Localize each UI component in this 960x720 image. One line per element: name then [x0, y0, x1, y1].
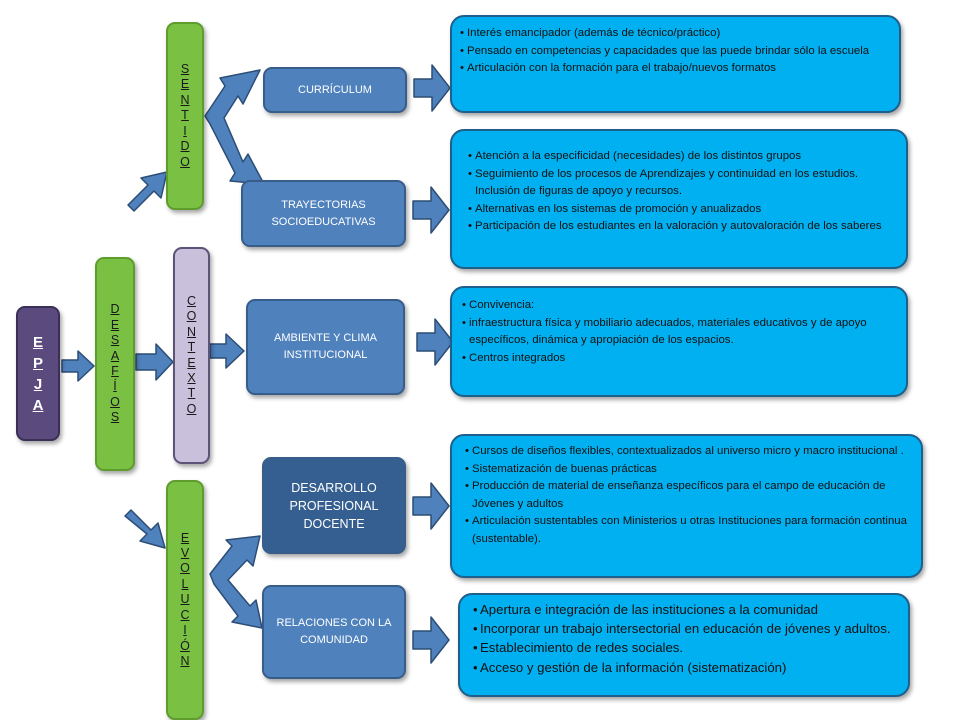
- vertical-letter: V: [180, 546, 190, 561]
- vertical-letter: P: [32, 354, 43, 372]
- detail-item: Convivencia:: [462, 297, 898, 315]
- vertical-letter: D: [110, 302, 120, 317]
- vertical-letter: N: [186, 324, 197, 339]
- vertical-letter: A: [110, 348, 120, 363]
- vertical-letter: C: [180, 607, 190, 622]
- detail-item: Establecimiento de redes sociales.: [473, 638, 900, 657]
- vertical-letter: S: [180, 62, 190, 77]
- vertical-letter: U: [180, 592, 190, 607]
- vertical-letter: C: [186, 293, 197, 308]
- arrow-evolucion-branch: [209, 535, 263, 629]
- detail-item: Centros integrados: [462, 350, 898, 368]
- vertical-letter: D: [180, 139, 190, 154]
- arrow-desafios-to-evolucion: [124, 509, 166, 549]
- detail-item: Producción de material de enseñanza espe…: [465, 478, 913, 513]
- vertical-letter: O: [186, 401, 197, 416]
- curriculum-label: CURRÍCULUM: [298, 83, 372, 96]
- vertical-letter: A: [32, 396, 44, 414]
- vertical-letter: S: [110, 333, 120, 348]
- relaciones-details: Apertura e integración de las institucio…: [458, 593, 910, 697]
- detail-item: Interés emancipador (además de técnico/p…: [460, 25, 891, 43]
- curriculum-details: Interés emancipador (además de técnico/p…: [450, 15, 901, 113]
- vertical-letter: I: [183, 623, 187, 638]
- ambiente-details: Convivencia: infraestructura física y mo…: [450, 286, 908, 397]
- curriculum-detail-list: Interés emancipador (además de técnico/p…: [460, 25, 891, 78]
- vertical-letter: T: [187, 386, 196, 401]
- vertical-letter: I: [183, 123, 187, 138]
- vertical-letter: E: [180, 530, 190, 545]
- vertical-letter: Ó: [180, 638, 190, 653]
- desarrollo-box: DESARROLLO PROFESIONAL DOCENTE: [262, 457, 406, 554]
- ambiente-label: AMBIENTE Y CLIMA INSTITUCIONAL: [274, 332, 377, 361]
- relaciones-detail-list: Apertura e integración de las institucio…: [473, 600, 900, 677]
- trayectorias-box: TRAYECTORIAS SOCIOEDUCATIVAS: [241, 180, 406, 247]
- vertical-letter: T: [187, 340, 196, 355]
- desarrollo-details: Cursos de diseños flexibles, contextuali…: [450, 434, 923, 578]
- arrow-relaciones-to-details: [412, 616, 450, 664]
- arrow-epja-to-desafios: [61, 350, 95, 382]
- vertical-letter: F: [111, 364, 119, 378]
- vertical-letter: X: [187, 370, 196, 385]
- detail-item: Cursos de diseños flexibles, contextuali…: [465, 443, 913, 461]
- arrow-desarrollo-to-details: [412, 482, 450, 530]
- detail-item: Pensado en competencias y capacidades qu…: [460, 43, 891, 61]
- detail-item: Articulación con la formación para el tr…: [460, 60, 891, 78]
- vertical-letter: T: [181, 108, 189, 123]
- arrow-ambiente-to-details: [416, 318, 454, 366]
- detail-item: Apertura e integración de las institucio…: [473, 600, 900, 619]
- arrow-desafios-to-sentido: [127, 171, 168, 212]
- vertical-letter: Í: [113, 379, 117, 394]
- vertical-letter: E: [110, 317, 120, 332]
- detail-item: Acceso y gestión de la información (sist…: [473, 658, 900, 677]
- desarrollo-label: DESARROLLO PROFESIONAL DOCENTE: [289, 480, 379, 531]
- detail-item: Articulación sustentables con Ministerio…: [465, 513, 913, 548]
- vertical-letter: N: [180, 653, 190, 668]
- relaciones-label: RELACIONES CON LA COMUNIDAD: [276, 617, 392, 646]
- detail-item: Atención a la especificidad (necesidades…: [468, 148, 898, 166]
- vertical-letter: E: [187, 355, 196, 370]
- vertical-letter: S: [110, 410, 120, 425]
- detail-item: Incorporar un trabajo intersectorial en …: [473, 619, 900, 638]
- arrow-sentido-branch: [204, 69, 265, 185]
- curriculum-box: CURRÍCULUM: [263, 67, 407, 113]
- vertical-letter: J: [33, 375, 43, 393]
- vertical-letter: E: [180, 77, 190, 92]
- ambiente-box: AMBIENTE Y CLIMA INSTITUCIONAL: [246, 299, 405, 395]
- vertical-letter: O: [186, 309, 197, 324]
- trayectorias-detail-list: Atención a la especificidad (necesidades…: [468, 148, 898, 236]
- arrow-curriculum-to-details: [413, 64, 451, 112]
- vertical-letter: L: [181, 576, 189, 591]
- desarrollo-detail-list: Cursos de diseños flexibles, contextuali…: [465, 443, 913, 549]
- vertical-letter: N: [180, 92, 190, 107]
- relaciones-box: RELACIONES CON LA COMUNIDAD: [262, 585, 406, 679]
- vertical-letter: O: [180, 561, 190, 576]
- detail-item: Alternativas en los sistemas de promoció…: [468, 201, 898, 219]
- ambiente-detail-list: Convivencia: infraestructura física y mo…: [462, 297, 898, 367]
- vertical-letter: O: [110, 394, 120, 409]
- detail-item: Participación de los estudiantes en la v…: [468, 218, 898, 236]
- vertical-letter: E: [32, 333, 43, 351]
- arrow-trayectorias-to-details: [412, 186, 450, 234]
- arrow-contexto-to-ambiente: [209, 333, 245, 369]
- detail-item: Seguimiento de los procesos de Aprendiza…: [468, 166, 898, 201]
- trayectorias-details: Atención a la especificidad (necesidades…: [450, 129, 908, 269]
- vertical-letter: O: [180, 154, 190, 169]
- arrow-desafios-to-contexto: [135, 343, 174, 381]
- detail-item: Sistematización de buenas prácticas: [465, 461, 913, 479]
- detail-item: infraestructura física y mobiliario adec…: [462, 315, 898, 350]
- trayectorias-label: TRAYECTORIAS SOCIOEDUCATIVAS: [271, 198, 376, 228]
